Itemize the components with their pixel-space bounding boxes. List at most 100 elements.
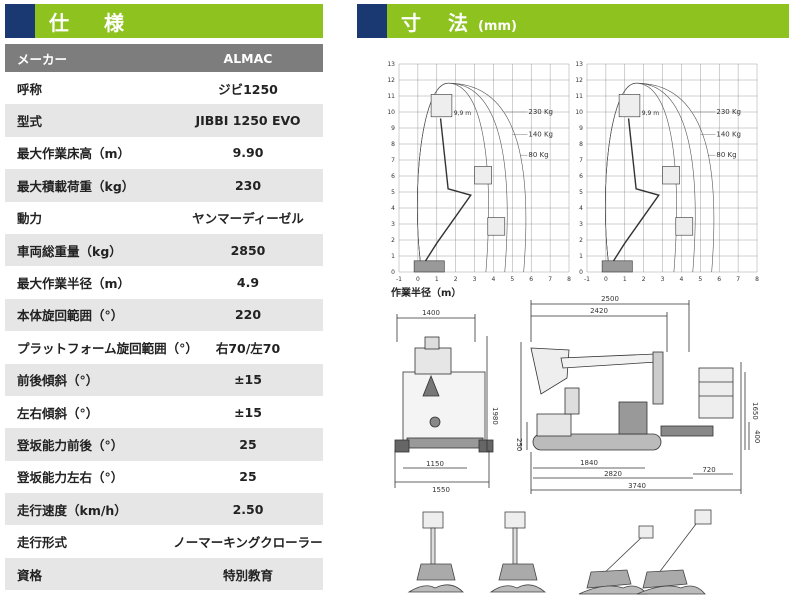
- spec-value: ±15: [234, 404, 262, 420]
- spec-value: ノーマーキングクローラー: [173, 535, 323, 551]
- load-label: 80 Kg: [528, 151, 548, 159]
- dim-len-mid: 2420: [590, 307, 608, 315]
- y-tick-label: 13: [575, 61, 583, 68]
- y-tick-label: 12: [387, 77, 395, 84]
- spec-value: ±15: [234, 372, 262, 388]
- load-label: 140 Kg: [528, 130, 553, 138]
- spec-value: 230: [234, 177, 262, 193]
- y-tick-label: 5: [579, 189, 583, 196]
- spec-value: ALMAC: [223, 50, 273, 66]
- work-radius-label: 作業半径（m）: [391, 286, 461, 299]
- spec-key: 型式: [17, 114, 43, 130]
- x-tick-label: 4: [492, 276, 496, 283]
- spec-row: 前後傾斜（°） ±15: [5, 363, 323, 396]
- spec-row: 走行形式 ノーマーキングクローラー: [5, 525, 323, 558]
- platform-mid: [662, 166, 680, 185]
- x-tick-label: 3: [473, 276, 477, 283]
- header-tab-marker: [357, 4, 387, 38]
- spec-row: 最大作業床高（m）9.90: [5, 136, 323, 170]
- y-tick-label: 2: [391, 237, 395, 244]
- x-tick-label: 6: [717, 276, 721, 283]
- envelope-80kg: [416, 82, 527, 273]
- platform-top: [618, 94, 641, 118]
- y-tick-label: 12: [575, 77, 583, 84]
- spec-key: 呼称: [17, 81, 43, 97]
- spec-value: 2.50: [232, 501, 264, 517]
- x-tick-label: 5: [698, 276, 702, 283]
- spec-row: 登坂能力前後（°）25: [5, 428, 323, 461]
- y-tick-label: 6: [391, 173, 395, 180]
- y-tick-label: 5: [391, 189, 395, 196]
- spec-key: メーカー: [17, 51, 68, 67]
- illustration-slope-2: [636, 509, 712, 595]
- illustration-vertical-2: [489, 511, 547, 593]
- spec-key: 前後傾斜（°）: [17, 373, 99, 389]
- dim-clearance: 400: [753, 430, 761, 443]
- spec-row: 型式 JIBBI 1250 EVO: [5, 104, 323, 137]
- boom-sketch: [610, 118, 660, 265]
- y-tick-label: 9: [579, 125, 583, 132]
- envelope-80kg: [604, 82, 715, 273]
- spec-key: 走行速度（km/h）: [17, 502, 127, 518]
- x-tick-label: 2: [642, 276, 646, 283]
- dim-platform-height: 1650: [751, 402, 759, 420]
- spec-key: 走行形式: [17, 535, 68, 551]
- height-note: 9,9 m: [454, 110, 471, 117]
- spec-value: JIBBI 1250 EVO: [195, 113, 301, 129]
- dimension-title-text: 寸 法: [401, 10, 478, 35]
- front-view-drawing: [394, 314, 494, 488]
- x-tick-label: 7: [736, 276, 740, 283]
- y-tick-label: 0: [391, 269, 395, 276]
- dim-len-base: 2820: [604, 470, 622, 478]
- y-tick-label: 11: [575, 93, 583, 100]
- x-tick-label: 2: [454, 276, 458, 283]
- y-tick-label: 3: [579, 221, 583, 228]
- illustration-vertical-1: [407, 511, 464, 593]
- y-tick-label: 7: [391, 157, 395, 164]
- dim-rear-len: 720: [702, 466, 715, 474]
- spec-row: 呼称ジビ1250: [5, 72, 323, 105]
- dim-front-width: 1400: [422, 309, 440, 317]
- y-tick-label: 6: [579, 173, 583, 180]
- header-tab-marker: [5, 4, 35, 38]
- y-tick-label: 4: [391, 205, 395, 212]
- y-tick-label: 13: [387, 61, 395, 68]
- y-tick-label: 2: [579, 237, 583, 244]
- dim-front-track: 1150: [426, 460, 444, 468]
- spec-title: 仕 様: [49, 10, 138, 35]
- load-label: 230 Kg: [716, 108, 741, 116]
- spec-value: 右70/左70: [215, 340, 281, 356]
- spec-key: 最大作業半径（m）: [17, 276, 131, 292]
- spec-key: 登坂能力左右（°）: [17, 470, 124, 486]
- dim-len-total: 3740: [628, 482, 646, 490]
- spec-key: 登坂能力前後（°）: [17, 437, 124, 453]
- x-tick-label: 5: [510, 276, 514, 283]
- spec-row: メーカー ALMAC: [5, 44, 323, 72]
- base-machine: [413, 260, 445, 273]
- spec-row: プラットフォーム旋回範囲（°）右70/左70: [5, 331, 323, 364]
- y-tick-label: 0: [579, 269, 583, 276]
- load-label: 140 Kg: [716, 130, 741, 138]
- y-tick-label: 7: [579, 157, 583, 164]
- dim-track-len: 1840: [580, 459, 598, 467]
- side-view-drawing: [520, 300, 750, 494]
- x-tick-label: 6: [529, 276, 533, 283]
- base-machine: [601, 260, 633, 273]
- x-tick-label: -1: [396, 276, 402, 283]
- load-label: 230 Kg: [528, 108, 553, 116]
- x-tick-label: 3: [661, 276, 665, 283]
- x-tick-label: 1: [623, 276, 627, 283]
- spec-value: 特別教育: [222, 567, 273, 583]
- spec-row: 最大積載荷重（kg） 230: [5, 169, 323, 202]
- spec-value: 25: [239, 469, 257, 485]
- spec-value: 220: [234, 307, 262, 323]
- spec-key: 最大積載荷重（kg）: [17, 178, 135, 194]
- usage-illustrations: [407, 509, 712, 595]
- spec-value: ヤンマーディーゼル: [192, 211, 304, 227]
- dim-ground: 250: [515, 438, 523, 451]
- spec-key: 資格: [17, 567, 43, 583]
